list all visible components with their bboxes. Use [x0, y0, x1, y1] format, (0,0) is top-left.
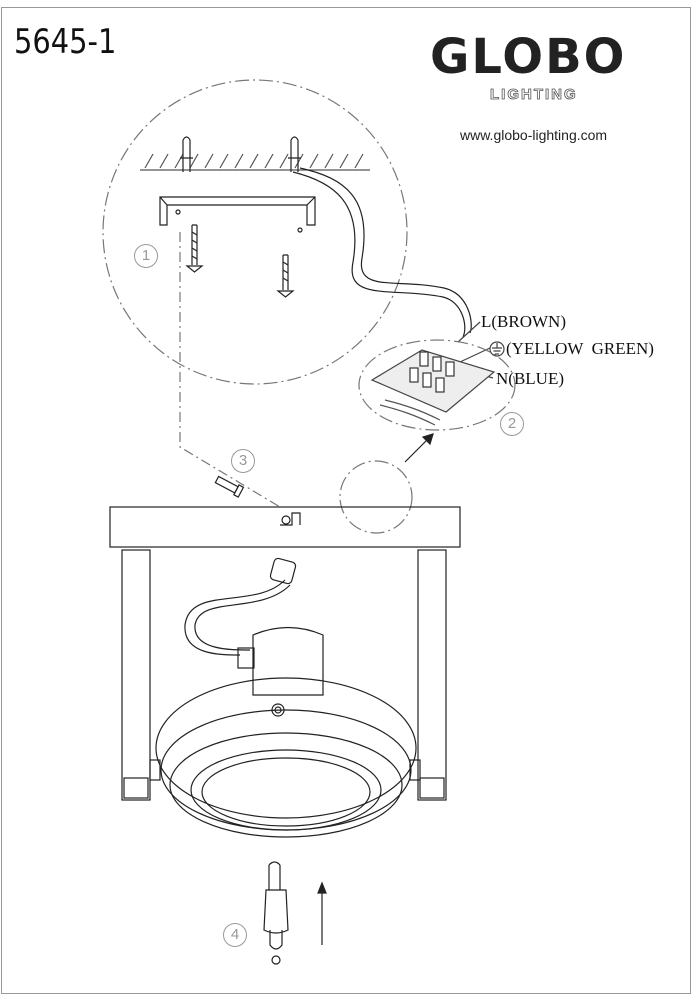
page-frame [1, 7, 691, 994]
wall-anchor-icon [180, 136, 301, 172]
screw-icon [185, 224, 295, 298]
website: www.globo-lighting.com [460, 127, 608, 143]
brand-logo: GLOBO [430, 29, 627, 85]
terminal-block [370, 349, 496, 413]
step-1-marker: 1 [134, 244, 158, 268]
wire-label-neutral: N(BLUE) [496, 369, 564, 388]
junction-box-marker [339, 460, 413, 534]
terminal-block-posts [409, 351, 455, 393]
socket-housing [252, 626, 324, 696]
right-arm [417, 549, 447, 801]
model-number: 5645-1 [14, 22, 117, 62]
flex-tube [184, 579, 291, 656]
supply-cable [292, 167, 472, 338]
earth-ground-icon [489, 341, 505, 357]
g4-bulb [263, 861, 289, 965]
mounting-plate [109, 506, 461, 548]
brand-sub: LIGHTING [490, 86, 578, 104]
left-arm [121, 549, 151, 801]
detail-circle-mounting [102, 79, 408, 385]
lamp-head [155, 677, 417, 819]
screw-icon [214, 475, 245, 498]
mounting-bracket [159, 196, 316, 226]
wire-label-live: L(BROWN) [481, 312, 566, 331]
ceiling-hatch [140, 153, 370, 171]
step-2-marker: 2 [500, 412, 524, 436]
detail-circle-wiring [358, 339, 516, 431]
step-3-marker: 3 [231, 449, 255, 473]
step-4-marker: 4 [223, 923, 247, 947]
wire-label-earth: (YELLOW GREEN) [506, 339, 654, 358]
